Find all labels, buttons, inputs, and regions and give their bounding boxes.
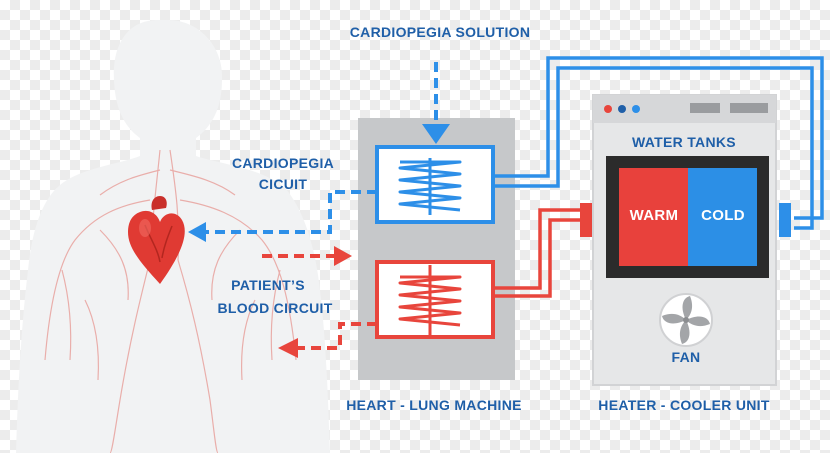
cardioplegia-circuit-label-line1: CARDIOPEGIA (232, 155, 334, 171)
water-tanks-label: WATER TANKS (632, 134, 736, 150)
fan-label: FAN (672, 349, 701, 365)
status-light-navy (618, 105, 626, 113)
patient-blood-label-line2: BLOOD CIRCUIT (217, 300, 332, 316)
cardioplegia-solution-label: CARDIOPEGIA SOLUTION (350, 24, 531, 40)
patient-blood-heat-exchanger (375, 260, 495, 339)
cold-tank (688, 168, 757, 266)
cardioplegia-circuit-line (188, 190, 377, 242)
fan-icon (659, 293, 713, 347)
cold-water-lines (493, 56, 824, 237)
warm-label: WARM (630, 207, 679, 224)
heart-icon (128, 196, 185, 284)
cardioplegia-circuit-label-line2: CICUIT (259, 176, 308, 192)
warm-water-lines (493, 203, 592, 298)
heater-cooler-unit (592, 94, 777, 386)
cardioplegia-heat-exchanger (375, 145, 495, 224)
heater-cooler-unit-label: HEATER - COOLER UNIT (598, 397, 770, 413)
cardioplegia-inlet-arrow (422, 62, 450, 144)
patient-blood-circuit-line (262, 246, 377, 358)
warm-tank (619, 168, 688, 266)
cold-label: COLD (701, 207, 745, 224)
status-light-blue (632, 105, 640, 113)
patient-blood-label-line1: PATIENT’S (231, 277, 305, 293)
status-light-red (604, 105, 612, 113)
heart-lung-machine-label: HEART - LUNG MACHINE (346, 397, 522, 413)
